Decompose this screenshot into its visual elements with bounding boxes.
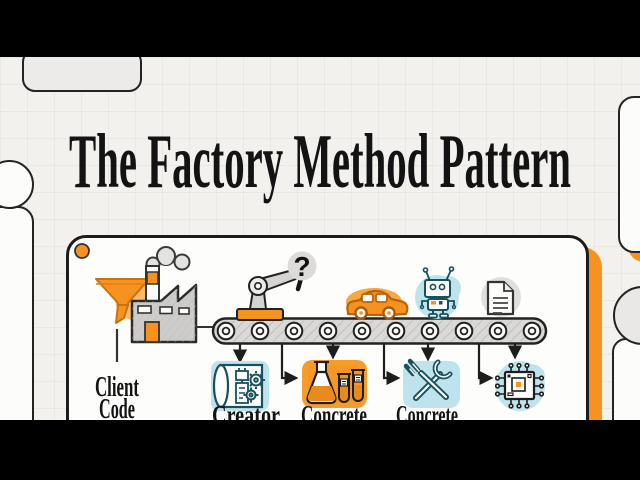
crossed-wrenches-icon bbox=[403, 358, 453, 401]
factory-method-diagram: The Factory Method Pattern bbox=[69, 118, 571, 420]
concrete-products-node: Concrete bbox=[301, 360, 367, 420]
connector-arrows bbox=[232, 344, 523, 386]
concrete-creators-node: Concrete bbox=[396, 358, 460, 420]
card-bullet-dot bbox=[74, 243, 90, 259]
letterbox-bottom bbox=[0, 420, 640, 480]
creator-node-label: Creator bbox=[212, 400, 280, 420]
concrete-creators-label: Concrete bbox=[396, 400, 458, 420]
creator-node: Creator bbox=[211, 361, 280, 420]
slide: The Factory Method Pattern bbox=[0, 57, 640, 420]
question-mark-icon: ? bbox=[287, 251, 317, 282]
letterbox-top bbox=[0, 0, 640, 57]
chip-node bbox=[494, 361, 545, 411]
factory-icon bbox=[130, 246, 214, 344]
client-label-line2: Code bbox=[99, 393, 135, 420]
client-label-line1: Client bbox=[95, 371, 139, 403]
microchip-icon bbox=[494, 362, 545, 409]
smoke-cloud-icon bbox=[145, 246, 191, 272]
concrete-products-label: Concrete bbox=[301, 400, 367, 420]
client-code-label: Client Code bbox=[95, 329, 139, 420]
question-mark-text: ? bbox=[293, 251, 310, 282]
car-icon bbox=[346, 288, 409, 320]
blueprint-gears-icon bbox=[212, 363, 265, 409]
background-sketch-panel-right-top bbox=[618, 96, 640, 253]
robot-icon bbox=[415, 266, 461, 319]
slide-title: The Factory Method Pattern bbox=[69, 118, 571, 204]
conveyor-wheels bbox=[216, 321, 542, 341]
background-sketch-tab bbox=[22, 57, 142, 92]
document-icon bbox=[481, 277, 521, 317]
flasks-icon bbox=[306, 360, 365, 405]
